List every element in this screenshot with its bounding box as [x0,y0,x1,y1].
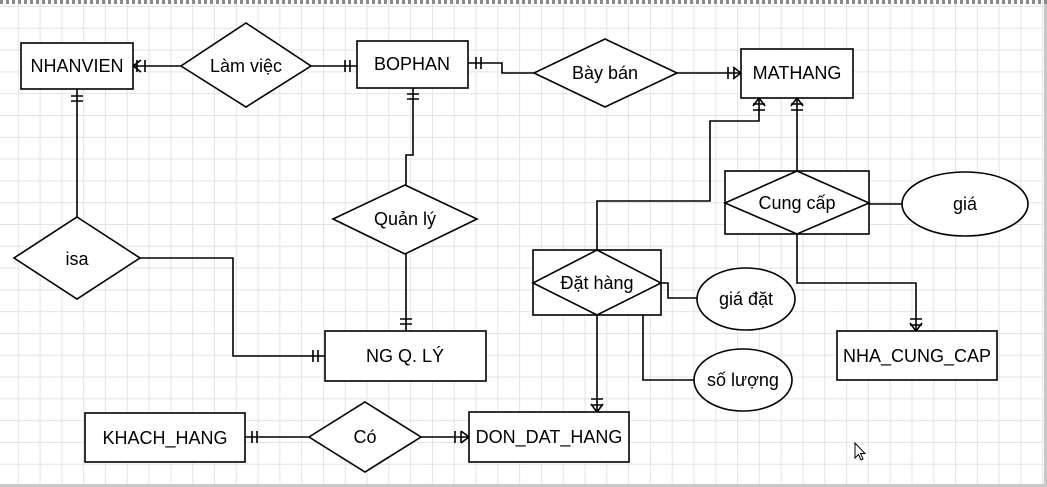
entity-nhanvien[interactable]: NHANVIEN [20,42,134,90]
edge-dathang-soluong[interactable] [642,315,694,381]
entity-ngquanly-label: NG Q. LÝ [366,346,444,366]
edge-cungcap-nhacungcap[interactable] [796,234,917,331]
edge-mathang-dathang[interactable] [596,98,760,250]
relationship-bayban-label: Bày bán [572,63,638,83]
edge-bophan-quanly[interactable] [405,88,414,185]
attribute-gia[interactable]: giá [901,171,1029,237]
relationship-isa-label: isa [65,249,89,269]
entity-khachhang[interactable]: KHACH_HANG [84,412,246,463]
attribute-giadat[interactable]: giá đặt [696,267,796,331]
attribute-gia-label: giá [953,194,978,214]
entity-mathang-label: MATHANG [753,63,842,83]
relationship-cungcap[interactable]: Cung cấp [723,170,871,235]
relationship-quanly[interactable]: Quản lý [331,184,479,255]
entity-bophan[interactable]: BOPHAN [356,40,469,89]
entity-nhanvien-label: NHANVIEN [30,56,123,76]
relationship-co[interactable]: Có [307,401,423,473]
relationship-cungcap-label: Cung cấp [758,193,835,213]
entity-nhacungcap-label: NHA_CUNG_CAP [843,346,991,367]
relationship-lamviec-label: Làm việc [210,56,282,76]
entity-dondathang-label: DON_DAT_HANG [476,427,623,448]
relationship-dathang[interactable]: Đặt hàng [531,249,663,316]
relationship-dathang-label: Đặt hàng [560,273,633,293]
entity-mathang[interactable]: MATHANG [740,48,854,99]
relationship-co-label: Có [353,427,376,447]
entity-dondathang[interactable]: DON_DAT_HANG [468,411,630,463]
relationship-isa[interactable]: isa [12,216,142,300]
relationship-bayban[interactable]: Bày bán [532,38,679,108]
edge-bophan-bayban[interactable] [468,62,534,74]
attribute-giadat-label: giá đặt [719,289,773,309]
attribute-soluong[interactable]: số lượng [693,348,793,412]
entity-ngquanly[interactable]: NG Q. LÝ [324,330,487,382]
canvas-top-border [0,0,1047,4]
relationship-quanly-label: Quản lý [374,209,436,229]
entity-khachhang-label: KHACH_HANG [102,428,227,449]
mouse-pointer-icon [854,441,867,461]
entity-bophan-label: BOPHAN [374,54,450,74]
relationship-lamviec[interactable]: Làm việc [179,22,313,108]
attribute-soluong-label: số lượng [707,370,779,390]
connectors [71,57,923,444]
entity-nhacungcap[interactable]: NHA_CUNG_CAP [836,330,998,381]
edge-isa-ngquanly[interactable] [140,257,325,357]
edge-dathang-giadat[interactable] [661,282,697,299]
